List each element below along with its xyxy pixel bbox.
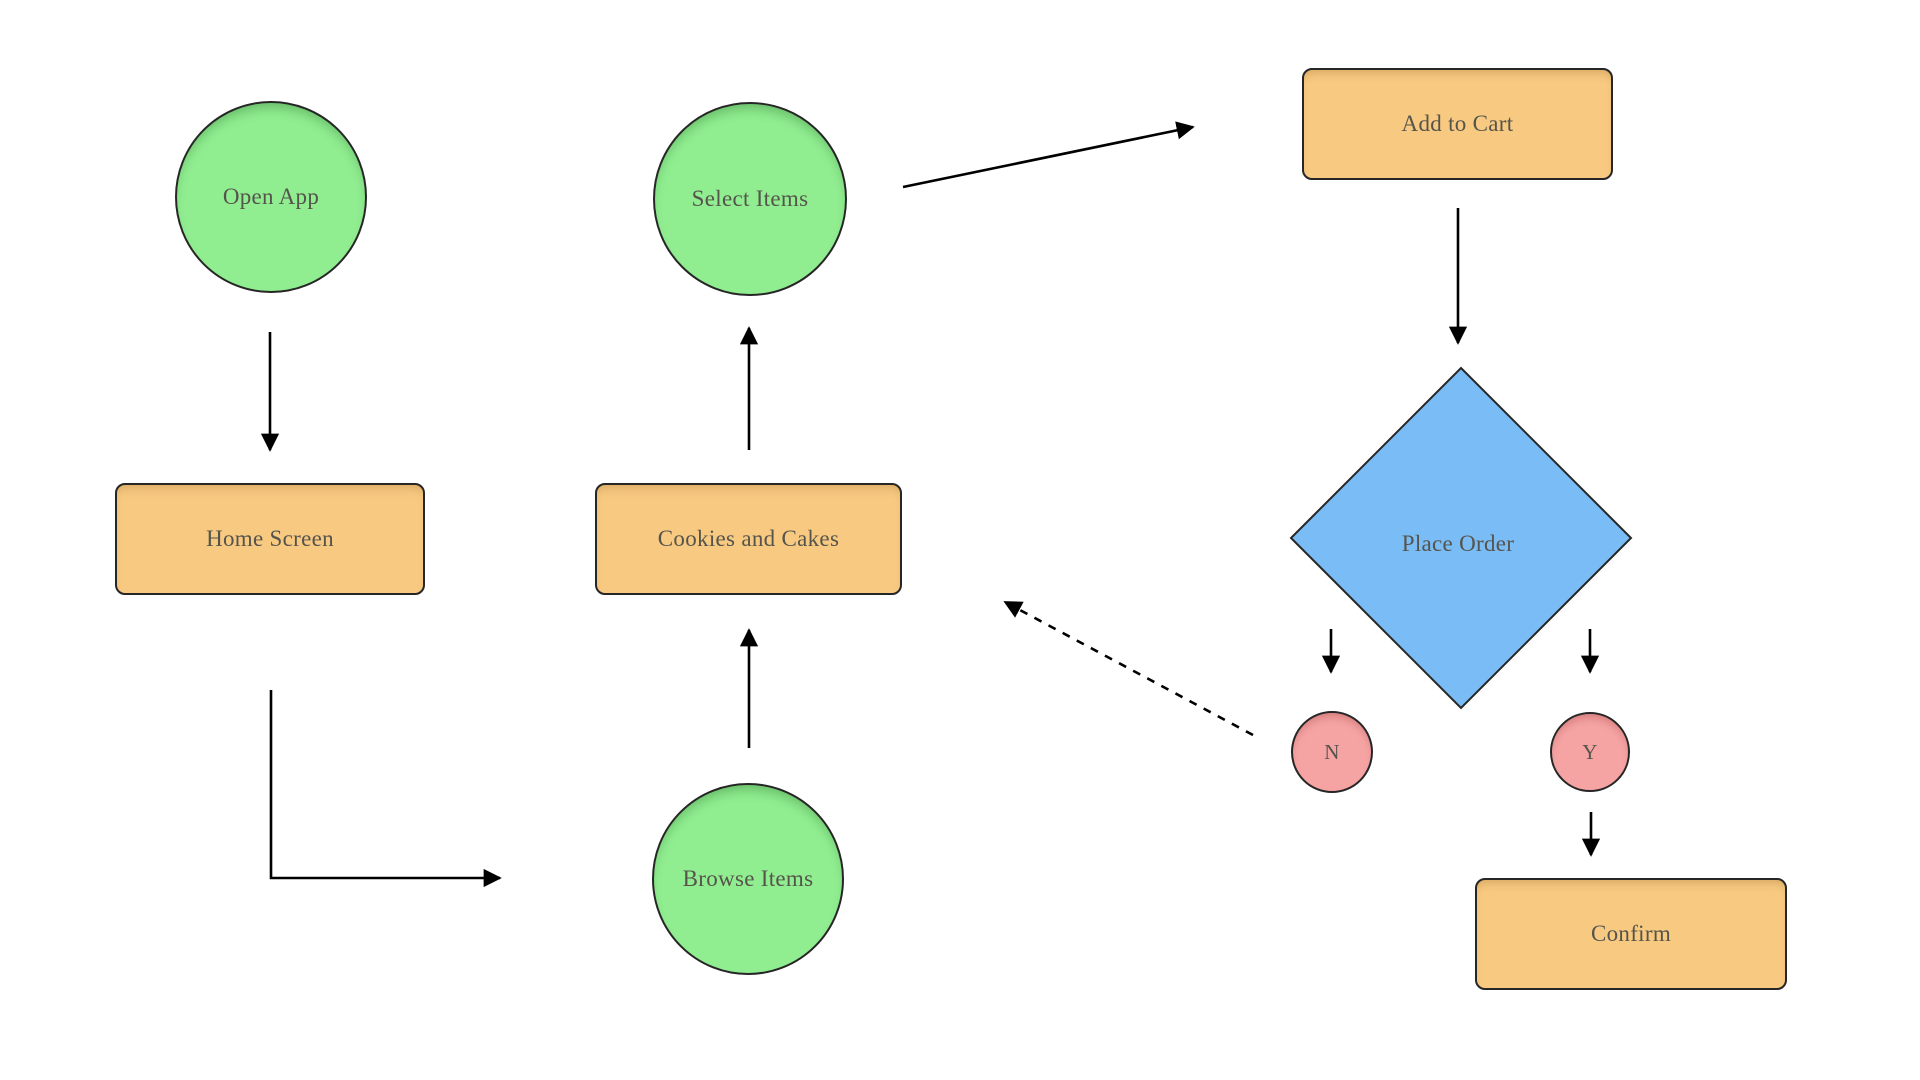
node-browse-items[interactable]: Browse Items [652, 783, 844, 975]
node-add-to-cart[interactable]: Add to Cart [1302, 68, 1613, 180]
edge-home-screen-to-browse-items [269, 690, 502, 888]
place-order-label: Place Order [1401, 531, 1515, 556]
decision-yes-label: Y [1582, 739, 1598, 764]
node-decision-no[interactable]: N [1291, 711, 1373, 793]
node-open-app[interactable]: Open App [175, 101, 367, 293]
open-app-label: Open App [222, 184, 320, 209]
edge-n-to-cookies-and-cakes-dashed [1003, 600, 1254, 737]
node-select-items[interactable]: Select Items [653, 102, 847, 296]
browse-items-label: Browse Items [682, 866, 814, 891]
home-screen-label: Home Screen [206, 526, 334, 551]
confirm-label: Confirm [1590, 921, 1672, 946]
add-to-cart-label: Add to Cart [1401, 111, 1514, 136]
node-decision-yes[interactable]: Y [1550, 712, 1630, 792]
decision-no-label: N [1324, 739, 1340, 764]
node-confirm[interactable]: Confirm [1475, 878, 1787, 990]
node-cookies-and-cakes[interactable]: Cookies and Cakes [595, 483, 902, 595]
node-place-order[interactable] [1289, 366, 1633, 710]
node-home-screen[interactable]: Home Screen [115, 483, 425, 595]
edge-select-items-to-add-to-cart [902, 121, 1195, 189]
cookies-and-cakes-label: Cookies and Cakes [657, 526, 840, 551]
select-items-label: Select Items [691, 186, 809, 211]
